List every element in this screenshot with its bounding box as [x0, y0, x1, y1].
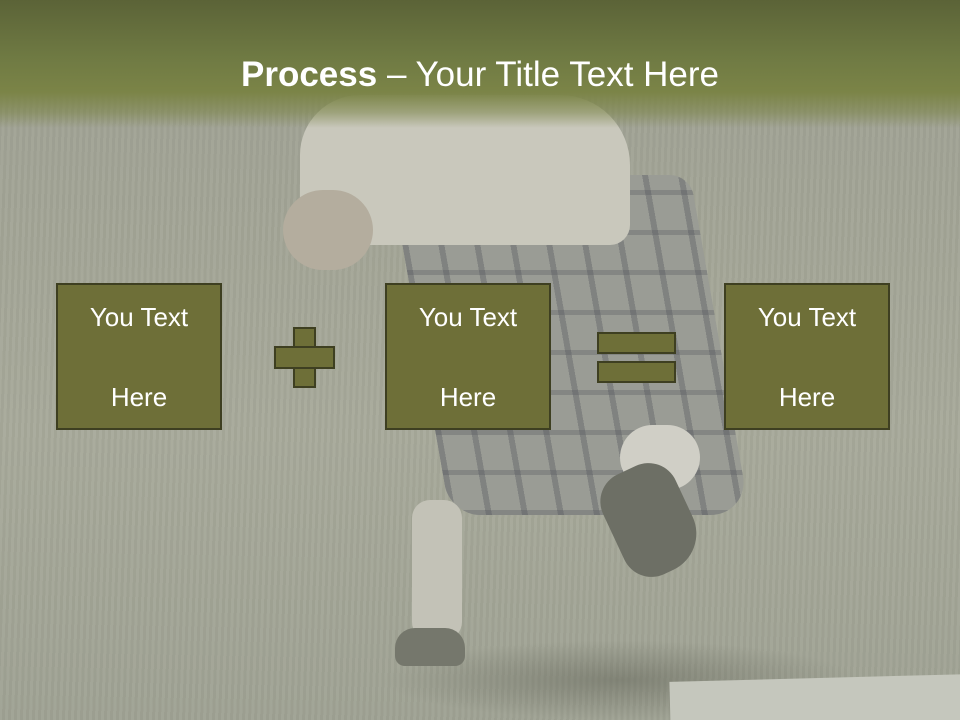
- process-box-3-line-1: You Text: [757, 301, 857, 332]
- process-box-3-line-2: Here: [778, 381, 836, 412]
- process-box-2-line-1: You Text: [418, 301, 518, 332]
- athlete-left-leg: [412, 500, 462, 640]
- equals-icon: [597, 332, 676, 384]
- plus-icon-center: [295, 348, 314, 367]
- process-box-1-line-2: Here: [110, 381, 168, 412]
- slide-title: Process – Your Title Text Here: [0, 52, 960, 98]
- equals-icon-top-bar: [597, 332, 676, 354]
- title-bold-part: Process: [241, 55, 378, 94]
- toe-board: [669, 674, 960, 720]
- process-box-2-line-2: Here: [439, 381, 497, 412]
- athlete-arm: [283, 190, 373, 270]
- title-bar: [0, 0, 960, 128]
- equals-icon-bottom-bar: [597, 361, 676, 383]
- plus-icon: [274, 327, 335, 388]
- process-box-1-line-1: You Text: [89, 301, 189, 332]
- title-rest-part: – Your Title Text Here: [377, 55, 719, 94]
- athlete-left-shoe: [395, 628, 465, 666]
